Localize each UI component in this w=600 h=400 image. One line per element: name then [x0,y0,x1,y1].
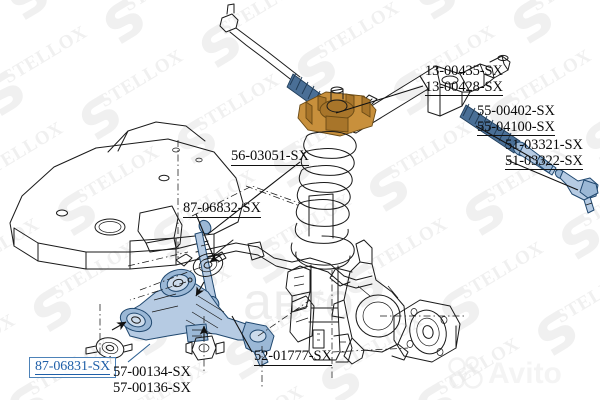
callout-line: 56-03051-SX [231,148,309,164]
callout-outer-tie-rod-end[interactable]: 51-03321-SX 51-03322-SX [505,137,583,171]
callout-stabilizer-link[interactable]: 56-03051-SX [231,148,309,166]
callout-line: 57-00134-SX [113,364,191,380]
callout-line: 57-00136-SX [113,379,191,396]
callout-ball-joint[interactable]: 52-01777-SX [254,348,332,366]
callout-line: 51-03322-SX [505,152,583,169]
callout-line: 55-04100-SX [477,118,555,135]
callout-inner-tie-rod[interactable]: 55-00402-SX 55-04100-SX [477,103,555,137]
outer-tie-rod-end [554,169,599,214]
steering-knuckle [329,239,409,365]
callout-control-arm-bush-front[interactable]: 87-06832-SX [183,200,261,218]
callout-control-arm-bush-rear[interactable]: 57-00134-SX 57-00136-SX [113,364,191,396]
callout-steering-rack-boot[interactable]: 13-00435-SX 13-00428-SX [425,63,503,97]
callout-line: 13-00435-SX [425,63,503,79]
callout-line: 52-01777-SX [254,348,332,364]
callout-line: 51-03321-SX [505,137,583,153]
callout-line: 87-06832-SX [183,200,261,216]
callout-line: 55-00402-SX [477,103,555,119]
callout-control-arm-assembly[interactable]: 87-06831-SX [29,357,117,379]
subframe [9,121,244,270]
callout-line: 87-06831-SX [35,359,111,376]
callout-line: 13-00428-SX [425,78,503,95]
